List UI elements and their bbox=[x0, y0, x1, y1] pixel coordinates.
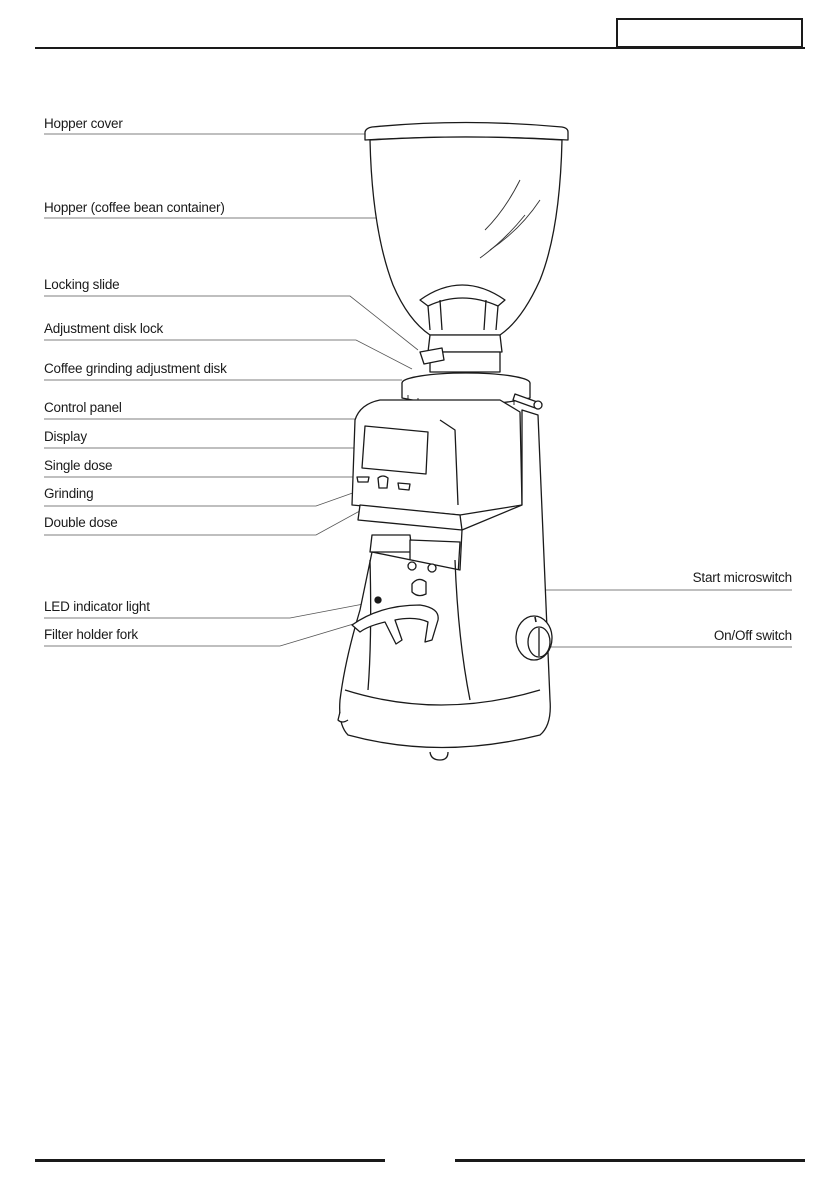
leader-grinding bbox=[44, 484, 378, 506]
onoff-switch-marker bbox=[535, 617, 536, 622]
microswitch-hole-right bbox=[428, 564, 436, 572]
leader-filter-fork bbox=[44, 610, 400, 646]
leader-led bbox=[44, 602, 374, 618]
led-light bbox=[375, 597, 381, 603]
display-screen bbox=[362, 426, 428, 474]
leader-adjustment-disk-lock bbox=[44, 340, 412, 369]
microswitch-hole-left bbox=[408, 562, 416, 570]
spout bbox=[370, 535, 412, 552]
leader-locking-slide bbox=[44, 296, 418, 350]
leader-double-dose bbox=[44, 490, 398, 535]
footer-rule-left bbox=[35, 1159, 385, 1162]
front-foot bbox=[430, 752, 448, 760]
footer-rule-right bbox=[455, 1159, 805, 1162]
adjustment-lever-knob bbox=[534, 401, 542, 409]
start-microswitch bbox=[412, 579, 426, 595]
single-dose-button bbox=[357, 477, 369, 482]
hopper bbox=[370, 137, 562, 335]
double-dose-button bbox=[398, 483, 410, 490]
grinding-button bbox=[378, 476, 388, 488]
